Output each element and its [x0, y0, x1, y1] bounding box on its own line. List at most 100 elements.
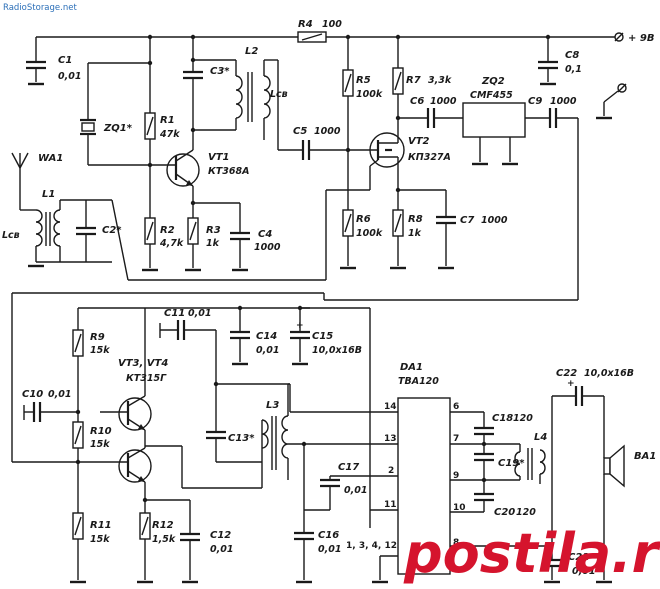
R12-value: 1,5k [152, 534, 176, 545]
inductor-L2: L2 Lсв [235, 46, 303, 151]
inductor-L4: L4 [514, 432, 547, 484]
R1-ref: R1 [160, 115, 175, 126]
resistor-R12: R12 1,5k [137, 500, 176, 584]
C3-ref: C3* [210, 66, 230, 77]
inductor-L1: L1 Lсв [2, 189, 112, 268]
C18-value: 120 [513, 413, 533, 424]
C13-ref: C13* [228, 433, 255, 444]
VT34-ref: VT3, VT4 [118, 358, 168, 369]
capacitor-C22: + C22 10,0x16В [556, 368, 634, 406]
capacitor-C19: C19* [474, 452, 525, 469]
C6-ref: C6 [410, 96, 424, 107]
VT2-type: КП327А [408, 152, 451, 163]
capacitor-C18: C18 120 [474, 413, 533, 436]
VT1-ref: VT1 [208, 152, 230, 163]
C5-value: 1000 [314, 126, 341, 137]
C16-value: 0,01 [318, 544, 341, 555]
VT34-type: КТ315Г [126, 373, 167, 384]
L2-note: Lсв [270, 89, 288, 100]
capacitor-C6: C6 1000 [410, 96, 463, 128]
resistor-R4: R4 100 [297, 19, 342, 43]
C4-ref: C4 [258, 229, 272, 240]
filter-ZQ2: ZQ2 CMF455 [462, 76, 526, 166]
ic-DA1: DA1 TBA120 14 13 2 11 6 7 9 10 8 1, 3, 4… [346, 362, 466, 575]
resistor-R8: R8 1k [390, 172, 423, 270]
crystal-ZQ1: ZQ1* [80, 62, 155, 166]
capacitor-C12: C12 0,01 [180, 500, 233, 584]
C15-value: 10,0x16В [312, 345, 362, 356]
C22-ref: C22 [556, 368, 577, 379]
capacitor-C1: C1 0,01 [26, 37, 81, 86]
supply-label: + 9В [628, 33, 654, 44]
DA1-type: TBA120 [398, 376, 439, 387]
R7-value: 3,3k [428, 75, 452, 86]
C12-ref: C12 [210, 530, 231, 541]
transistor-VT2: VT2 КП327А [348, 128, 451, 190]
C6-value: 1000 [430, 96, 457, 107]
R3-ref: R3 [206, 225, 221, 236]
capacitor-C14: C14 0,01 [230, 308, 279, 366]
C12-value: 0,01 [210, 544, 233, 555]
C20-value: 120 [516, 507, 536, 518]
C9-ref: C9 [528, 96, 542, 107]
C2-ref: C2* [102, 225, 122, 236]
C10-value: 0,01 [48, 389, 71, 400]
watermark: postila.ru [403, 522, 660, 585]
R9-value: 15k [90, 345, 110, 356]
resistor-R5: R5 100k [342, 37, 383, 210]
DA1-pin-2: 2 [388, 466, 394, 476]
resistor-R9: R9 15k [72, 308, 110, 422]
capacitor-C15: + C15 10,0x16В [290, 308, 362, 366]
C15-plus: + [296, 321, 304, 331]
inductor-L3: L3 [261, 383, 290, 488]
C22-value: 10,0x16В [584, 368, 634, 379]
DA1-pin-11: 11 [384, 500, 397, 510]
capacitor-C10: C10 0,01 [22, 389, 78, 422]
ZQ2-ref: ZQ2 [481, 76, 505, 87]
capacitor-C17: C17 0,01 [304, 462, 398, 511]
capacitor-C7: C7 1000 [436, 190, 508, 270]
DA1-gnd-pins: 1, 3, 4, 12 [346, 541, 397, 551]
R4-value: 100 [322, 19, 342, 30]
C18-ref: C18 [492, 413, 513, 424]
speaker-BA1: BA1 [596, 396, 656, 584]
resistor-R2: R2 4,7k [142, 217, 184, 272]
C7-ref: C7 [460, 215, 474, 226]
resistor-R6: R6 100k [340, 209, 383, 270]
C20-ref: C20 [494, 507, 515, 518]
VT2-ref: VT2 [408, 136, 430, 147]
DA1-ref: DA1 [400, 362, 423, 373]
C4-value: 1000 [254, 242, 281, 253]
ZQ2-type: CMF455 [470, 90, 513, 101]
capacitor-C3: C3* [183, 37, 230, 130]
capacitor-C2: C2* [76, 200, 122, 262]
C11-value: 0,01 [188, 308, 211, 319]
DA1-pin-7: 7 [453, 434, 459, 444]
C11-ref: C11 [164, 308, 185, 319]
transistor-VT1: VT1 КТ368А [155, 130, 249, 203]
VT1-type: КТ368А [208, 166, 249, 177]
R4-ref: R4 [298, 19, 313, 30]
L1-note: Lсв [2, 230, 20, 241]
R5-ref: R5 [356, 75, 371, 86]
C21-ref: C21 [568, 552, 589, 563]
source-tag: RadioStorage.net [3, 3, 77, 13]
R2-value: 4,7k [159, 238, 184, 249]
R10-value: 15k [90, 439, 110, 450]
L4-ref: L4 [534, 432, 547, 443]
DA1-pin-14: 14 [384, 402, 397, 412]
BA1-ref: BA1 [634, 451, 656, 462]
R2-ref: R2 [160, 225, 175, 236]
capacitor-C5: C5 1000 [293, 126, 348, 160]
capacitor-C21: C21 0,01 [542, 546, 595, 584]
resistor-R11: R11 15k [70, 512, 112, 584]
C1-ref: C1 [58, 55, 72, 66]
DA1-pin-10: 10 [453, 503, 466, 513]
capacitor-C9: C9 1000 [528, 96, 579, 300]
capacitor-C8: C8 0,1 [538, 37, 582, 86]
C21-value: 0,01 [572, 566, 595, 577]
transistor-VT3 [100, 308, 152, 446]
C17-value: 0,01 [344, 485, 367, 496]
L3-ref: L3 [266, 400, 279, 411]
